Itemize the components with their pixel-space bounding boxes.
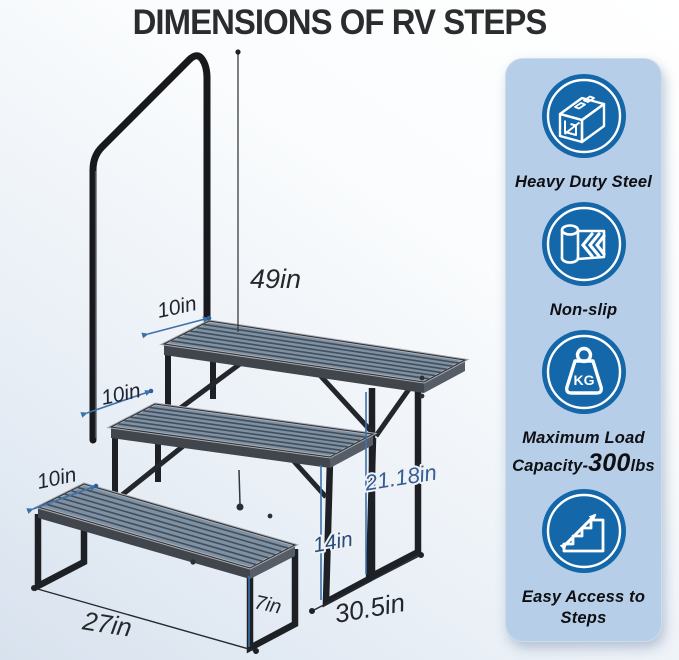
steel-beam-icon bbox=[541, 73, 626, 158]
kg-weight-icon: KG bbox=[541, 329, 626, 414]
feature-label: Maximum Load Capacity-300lbs bbox=[512, 428, 655, 478]
feature-label: Easy Access to Steps bbox=[521, 588, 646, 627]
page-title: DIMENSIONS OF RV STEPS bbox=[132, 3, 548, 42]
svg-text:KG: KG bbox=[573, 372, 594, 388]
rv-steps-dimension-diagram: 49in 10in 10in 10in 27in 7in 30.5in 14in… bbox=[26, 49, 470, 654]
dim-label-rail-height: 49in bbox=[250, 264, 301, 294]
dim-label-middle-frame-height: 14in bbox=[311, 528, 354, 558]
dim-label-bottom-step-height: 7in bbox=[253, 591, 284, 618]
feature-sidebar: Heavy Duty Steel Non-slip KG bbox=[505, 58, 662, 642]
feature-max-load: KG Maximum Load Capacity-300lbs bbox=[512, 328, 655, 480]
feature-easy-access: Easy Access to Steps bbox=[509, 487, 658, 628]
dim-label-top-step-depth: 10in bbox=[155, 292, 199, 323]
handrail bbox=[89, 52, 211, 444]
dimension-lines bbox=[26, 49, 424, 654]
feature-label: Non-slip bbox=[549, 300, 618, 319]
dim-label-middle-step-depth: 10in bbox=[99, 379, 143, 410]
feature-non-slip: Non-slip bbox=[540, 200, 628, 321]
feature-heavy-duty-steel: Heavy Duty Steel bbox=[515, 72, 652, 193]
feature-label: Heavy Duty Steel bbox=[514, 172, 653, 191]
stairs-arrow-icon bbox=[541, 489, 626, 574]
non-slip-roll-icon bbox=[541, 201, 626, 286]
dim-label-step-width: 27in bbox=[80, 605, 134, 642]
